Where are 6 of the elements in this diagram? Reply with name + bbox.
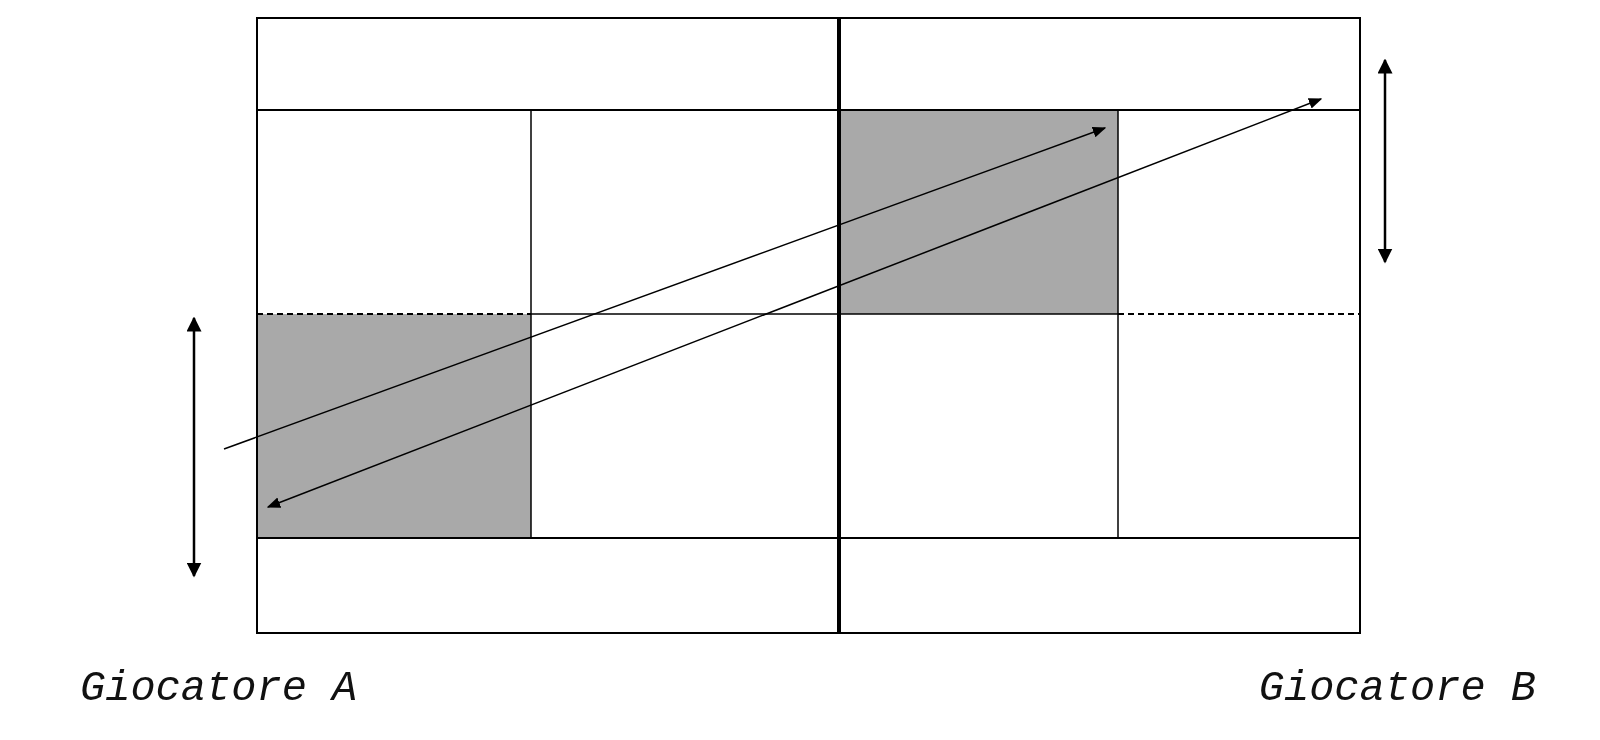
player-label: Giocatore A [80, 666, 358, 712]
ball-trajectory-arrow [266, 98, 1323, 508]
ball-trajectory-arrow [223, 127, 1107, 450]
player-label: Giocatore B [1258, 666, 1536, 712]
shaded-court-zone [839, 110, 1118, 314]
shaded-court-zone [257, 314, 531, 538]
